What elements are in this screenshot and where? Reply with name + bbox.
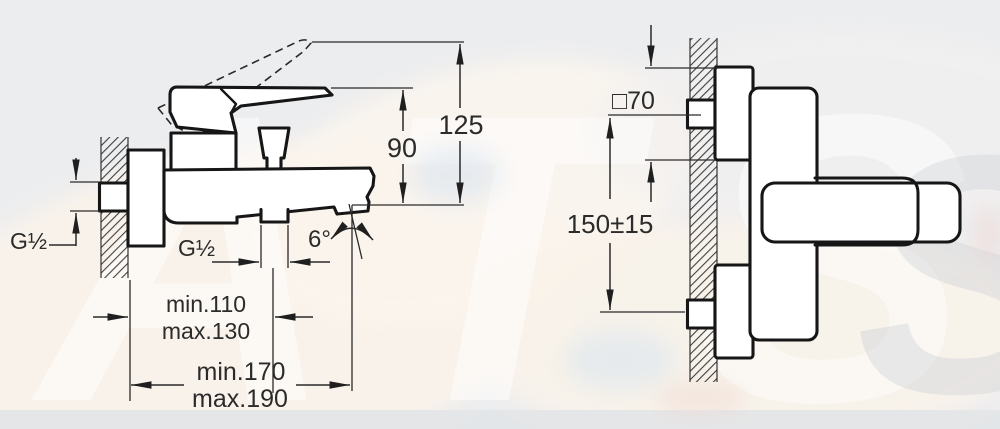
handle-crease-line — [219, 87, 238, 115]
cartridge-housing-outline — [813, 176, 920, 247]
lever-handle-profile — [760, 181, 962, 244]
red-tint-blob — [655, 382, 745, 414]
dimension-escutcheon-size: □70 — [612, 25, 655, 202]
blue-tint-blob — [410, 147, 500, 203]
dimension-annotations-front: □70 150±15 — [567, 25, 719, 313]
lower-escutcheon — [713, 263, 755, 360]
bottom-strip — [0, 410, 1000, 429]
wall-hatch — [690, 38, 717, 382]
dimension-overall-height: 125 — [438, 44, 484, 203]
dimension-outlet-depth: min.110 max.130 — [93, 291, 313, 344]
red-tint-blob — [974, 205, 1000, 265]
cartridge-housing — [169, 131, 238, 173]
upper-inlet-pipe — [685, 98, 717, 130]
dim-label-overall-height: 125 — [438, 110, 483, 140]
dim-label-spout-height: 90 — [387, 133, 417, 163]
wall-flange — [126, 148, 166, 248]
mixer-body-and-spout — [162, 166, 376, 225]
dim-label-outlet-depth-max: max.130 — [162, 318, 250, 344]
dimension-handshower-outlet-thread: G½ — [178, 235, 330, 266]
wall-section — [689, 38, 718, 382]
lower-inlet-pipe — [685, 298, 717, 330]
wall-inlet-pipe — [97, 181, 130, 213]
dimension-annotations-side: 125 90 G½ G½ 6° min.110 — [10, 41, 484, 413]
handshower-outlet — [259, 207, 290, 224]
dim-label-spout-angle: 6° — [308, 226, 331, 253]
dim-label-escutcheon-size: □70 — [612, 87, 655, 115]
ext-lines-inlet-pipe — [70, 181, 99, 212]
dim-label-wall-inlet-thread: G½ — [10, 228, 47, 254]
watermark-accent-letter: S — [856, 85, 1000, 429]
dimension-spout-angle: 6° — [308, 221, 374, 253]
dim-label-spout-reach-max: max.190 — [192, 385, 288, 413]
dim-label-outlet-depth-min: min.110 — [166, 291, 246, 317]
dim-label-spout-reach-min: min.170 — [197, 358, 286, 386]
dimension-wall-inlet-thread: G½ — [10, 158, 80, 254]
dimension-spout-reach: min.170 max.190 — [131, 358, 350, 413]
front-view-drawing — [685, 38, 962, 382]
dimension-spout-height: 90 — [387, 90, 417, 203]
dim-label-connection-spacing: 150±15 — [567, 209, 654, 239]
side-view-drawing — [97, 39, 376, 278]
dimension-connection-spacing: 150±15 — [567, 118, 654, 310]
ext-lines-outlet-sides — [260, 225, 289, 268]
upper-escutcheon — [713, 65, 755, 162]
lever-handle — [168, 85, 334, 135]
blue-tint-blob — [565, 330, 675, 390]
dim-label-outlet-thread: G½ — [178, 235, 215, 261]
